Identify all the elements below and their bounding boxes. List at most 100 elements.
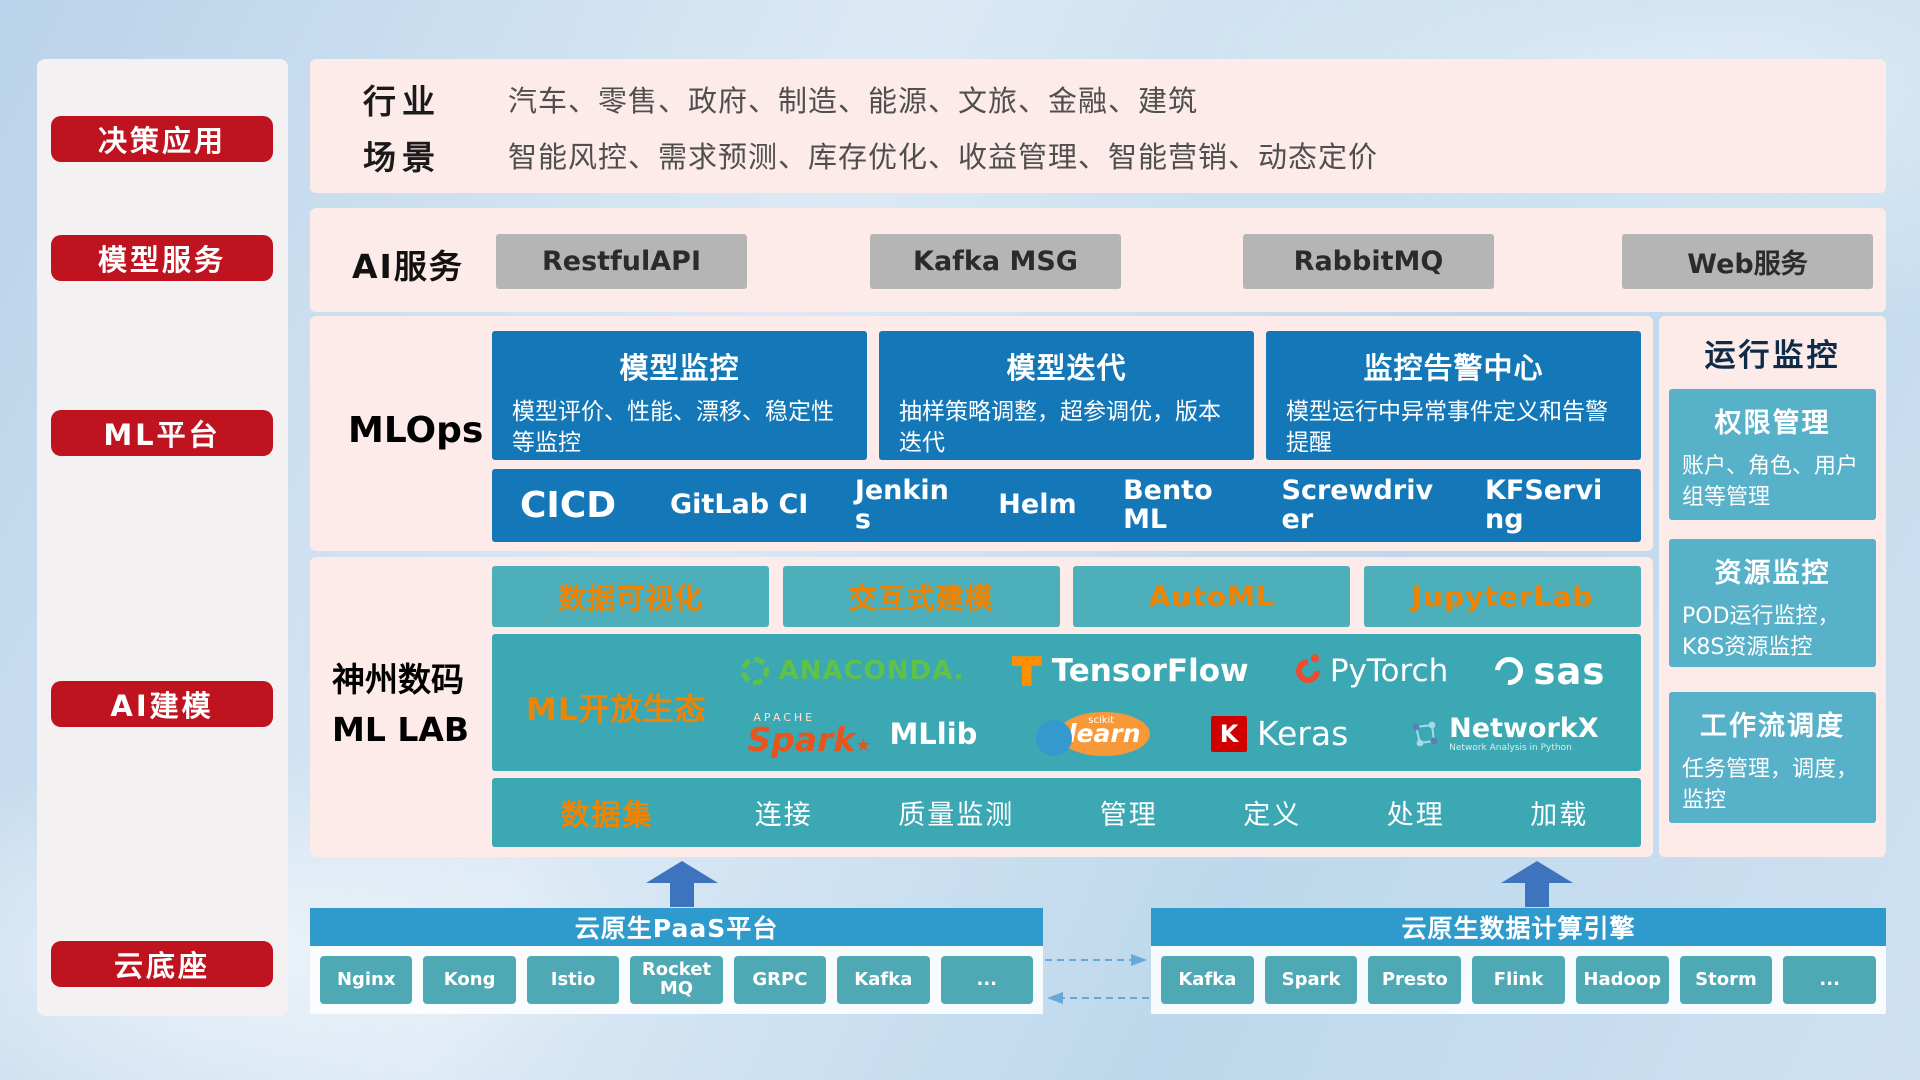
pytorch-logo: PyTorch [1290, 653, 1449, 690]
cicd-gitlab-ci: GitLab CI [670, 489, 809, 521]
dashed-connection-arrows [1045, 954, 1149, 1004]
service-restfulapi: RestfulAPI [496, 234, 747, 289]
service-web: Web服务 [1622, 234, 1873, 289]
card-desc: 模型运行中异常事件定义和告警提醒 [1286, 399, 1608, 457]
industry-row: 行业 汽车、零售、政府、制造、能源、文旅、金融、建筑 [363, 77, 1198, 121]
anaconda-icon [740, 657, 769, 686]
chip-more: ... [940, 956, 1033, 1004]
mllab-panel: 神州数码 ML LAB 数据可视化 交互式建模 AutoML JupyterLa… [310, 557, 1653, 857]
cicd-bentoml: BentoML [1123, 474, 1213, 535]
up-arrow-engine [1501, 861, 1573, 907]
networkx-icon [1412, 721, 1438, 747]
paas-header: 云原生PaaS平台 [310, 908, 1043, 946]
mllab-tools: 数据可视化 交互式建模 AutoML JupyterLab [492, 566, 1641, 627]
keras-text: Keras [1257, 714, 1349, 754]
cicd-bar: CICD GitLab CI Jenkins Helm BentoML Scre… [492, 469, 1641, 542]
mllab-label-line2: ML LAB [332, 709, 470, 749]
pytorch-text: PyTorch [1329, 653, 1449, 690]
tool-jupyterlab: JupyterLab [1363, 566, 1641, 627]
scenario-label: 场景 [363, 138, 441, 177]
mllab-label: 神州数码 ML LAB [332, 655, 469, 754]
service-rabbitmq: RabbitMQ [1243, 234, 1494, 289]
cicd-title: CICD [520, 485, 617, 526]
sidebar-item-decision-app: 决策应用 [51, 116, 273, 162]
card-title: 工作流调度 [1700, 711, 1845, 742]
paas-chips: Nginx Kong Istio RocketMQ GRPC Kafka ... [310, 946, 1043, 1014]
mlops-label: MLOps [348, 410, 484, 451]
cicd-jenkins: Jenkins [854, 474, 949, 535]
dataset-define: 定义 [1243, 800, 1302, 831]
tensorflow-logo: TensorFlow [1011, 653, 1249, 689]
industry-panel: 行业 汽车、零售、政府、制造、能源、文旅、金融、建筑 场景 智能风控、需求预测、… [310, 59, 1886, 193]
card-desc: 任务管理，调度，监控 [1682, 757, 1859, 813]
tool-data-visualization: 数据可视化 [492, 566, 769, 627]
sas-icon [1489, 651, 1530, 691]
industry-label: 行业 [363, 82, 441, 121]
sas-text: sas [1533, 649, 1606, 693]
cicd-kfserving: KFServing [1485, 474, 1603, 535]
data-engine-header: 云原生数据计算引擎 [1151, 908, 1886, 946]
cicd-helm: Helm [998, 489, 1077, 521]
card-resource-monitoring: 资源监控 POD运行监控，K8S资源监控 [1669, 539, 1876, 667]
chip-spark: Spark [1264, 956, 1358, 1004]
mllib-text: MLlib [889, 716, 978, 751]
spark-apache-text: APACHE [753, 710, 816, 724]
data-engine-chips: Kafka Spark Presto Flink Hadoop Storm ..… [1151, 946, 1886, 1014]
chip-storm: Storm [1679, 956, 1773, 1004]
card-desc: 抽样策略调整，超参调优，版本迭代 [899, 399, 1221, 457]
card-title: 模型迭代 [1006, 351, 1127, 385]
dataset-bar: 数据集 连接 质量监测 管理 定义 处理 加载 [492, 778, 1641, 847]
spark-wordmark: APACHE Spark★ [747, 712, 871, 756]
card-model-monitoring: 模型监控 模型评价、性能、漂移、稳定性等监控 [492, 331, 867, 460]
chip-kafka: Kafka [1161, 956, 1254, 1004]
networkx-logo: NetworkX Network Analysis in Python [1409, 712, 1599, 754]
dataset-connect: 连接 [754, 800, 813, 831]
keras-logo: K Keras [1211, 714, 1348, 753]
sas-logo: sas [1489, 649, 1606, 693]
scikit-learn-icon: scikit learn [1036, 711, 1151, 756]
tool-interactive-modeling: 交互式建模 [782, 566, 1060, 627]
card-model-iteration: 模型迭代 抽样策略调整，超参调优，版本迭代 [879, 331, 1254, 460]
ml-ecosystem-panel: ML开放生态 ANACONDA. TensorFlow PyTorch [492, 634, 1641, 771]
scikit-top-text: scikit [1088, 714, 1115, 726]
mllab-label-line1: 神州数码 [332, 660, 464, 699]
industry-value: 汽车、零售、政府、制造、能源、文旅、金融、建筑 [508, 84, 1199, 118]
mlops-cards: 模型监控 模型评价、性能、漂移、稳定性等监控 模型迭代 抽样策略调整，超参调优，… [492, 331, 1641, 460]
sidebar-item-cloud-base: 云底座 [51, 941, 273, 987]
networkx-text: NetworkX [1449, 712, 1599, 744]
dataset-label: 数据集 [560, 797, 654, 832]
run-monitor-panel: 运行监控 权限管理 账户、角色、用户组等管理 资源监控 POD运行监控，K8S资… [1659, 316, 1886, 857]
run-monitor-title: 运行监控 [1704, 338, 1841, 374]
card-desc: 模型评价、性能、漂移、稳定性等监控 [512, 399, 834, 457]
card-title: 模型监控 [619, 351, 740, 385]
networkx-subtitle: Network Analysis in Python [1449, 742, 1572, 753]
chip-hadoop: Hadoop [1575, 956, 1669, 1004]
anaconda-text: ANACONDA. [778, 656, 965, 687]
chip-presto: Presto [1368, 956, 1462, 1004]
ai-service-panel: AI服务 RestfulAPI Kafka MSG RabbitMQ Web服务 [310, 208, 1886, 312]
spark-star-icon: ★ [855, 734, 872, 756]
up-arrow-paas [646, 861, 718, 907]
spark-text: Spark [747, 719, 856, 759]
keras-icon: K [1211, 715, 1248, 752]
tool-automl: AutoML [1073, 566, 1351, 627]
logo-row-2: APACHE Spark★ MLlib scikit learn [717, 705, 1629, 763]
card-desc: POD运行监控，K8S资源监控 [1682, 604, 1840, 660]
dataset-items: 连接 质量监测 管理 定义 处理 加载 [712, 793, 1631, 832]
ecosystem-logos: ANACONDA. TensorFlow PyTorch sas [717, 634, 1629, 771]
card-title: 资源监控 [1714, 558, 1831, 589]
card-alert-center: 监控告警中心 模型运行中异常事件定义和告警提醒 [1266, 331, 1641, 460]
pytorch-icon [1290, 654, 1325, 689]
scikit-learn-logo: scikit learn [1036, 711, 1151, 756]
chip-istio: Istio [526, 956, 620, 1004]
chip-more: ... [1783, 956, 1877, 1004]
dataset-load: 加载 [1530, 800, 1589, 831]
anaconda-logo: ANACONDA. [740, 656, 965, 687]
chip-kong: Kong [423, 956, 516, 1004]
ai-service-label: AI服务 [352, 247, 464, 286]
spark-mllib-logo: APACHE Spark★ MLlib [747, 712, 977, 756]
dataset-quality: 质量监测 [898, 800, 1015, 831]
sidebar-item-model-service: 模型服务 [51, 235, 273, 281]
chip-kafka: Kafka [837, 956, 930, 1004]
